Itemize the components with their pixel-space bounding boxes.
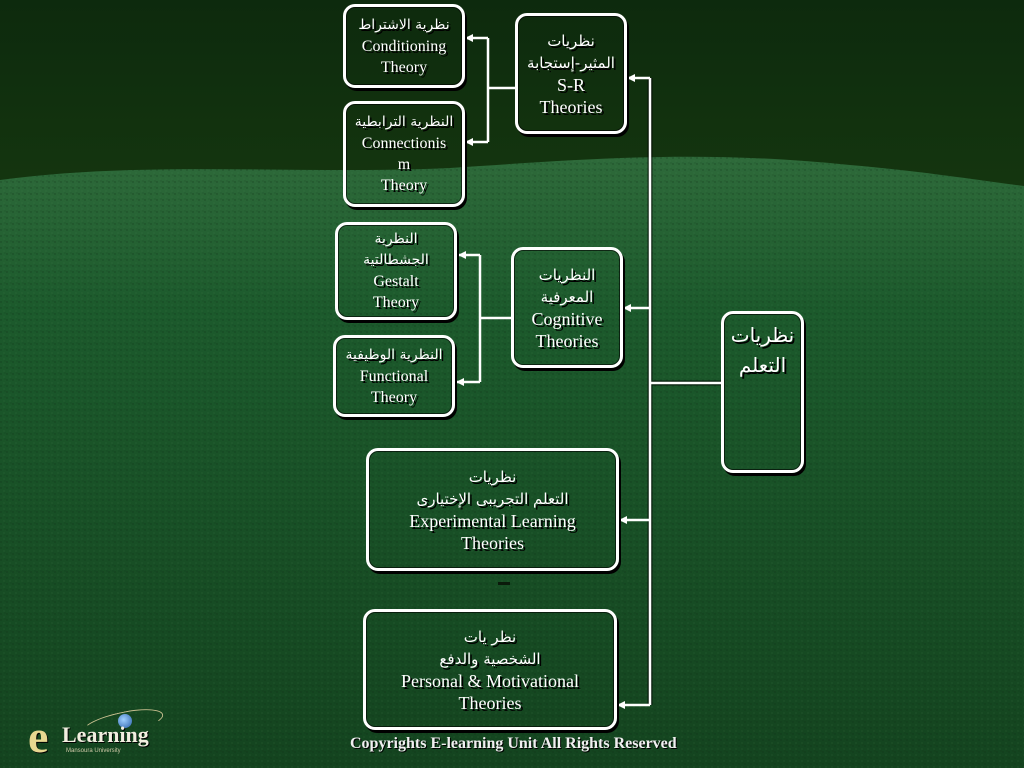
personal-en-line2: Theories: [458, 692, 522, 713]
gestalt-ar-line1: النظرية: [374, 231, 418, 247]
logo-letter: e: [28, 711, 49, 762]
cognitive-ar-line1: النظريات: [538, 265, 596, 284]
sr-ar-line2: المثير-إستجابة: [527, 53, 615, 72]
experimental-en-line1: Experimental Learning: [409, 510, 576, 531]
personal-ar-line2: الشخصية والدفع: [439, 649, 541, 668]
connectionism-en-line3: Theory: [380, 177, 428, 194]
root-node-learning-theories: نظريات التعلم: [721, 311, 804, 473]
node-conditioning-theory: نظرية الاشتراط Conditioning Theory: [343, 4, 465, 88]
globe-icon: [118, 714, 132, 728]
logo-word: Learning: [62, 722, 149, 747]
functional-en-line1: Functional: [359, 367, 429, 385]
node-sr-theories: نظريات المثير-إستجابة S-R Theories: [515, 13, 627, 134]
experimental-ar-line1: نظريات: [468, 467, 517, 486]
personal-ar-line1: نظر يات: [463, 627, 517, 646]
node-functional-theory: النظرية الوظيفية Functional Theory: [333, 335, 455, 417]
node-gestalt-theory: النظرية الجشطالتية Gestalt Theory: [335, 222, 457, 320]
root-ar-line1: نظريات: [730, 323, 795, 347]
conditioning-ar: نظرية الاشتراط: [358, 16, 450, 33]
node-cognitive-theories: النظريات المعرفية Cognitive Theories: [511, 247, 623, 368]
gestalt-en-line2: Theory: [372, 294, 420, 311]
cognitive-ar-line2: المعرفية: [540, 287, 594, 306]
sr-en-line1: S-R: [556, 74, 585, 95]
personal-en-line1: Personal & Motivational: [401, 670, 579, 691]
functional-ar: النظرية الوظيفية: [345, 346, 443, 363]
elearning-logo: e Learning Mansoura University: [22, 703, 166, 763]
cognitive-en-line1: Cognitive: [531, 308, 603, 329]
functional-en-line2: Theory: [370, 388, 418, 406]
gestalt-en-line1: Gestalt: [373, 273, 419, 290]
conditioning-en-line2: Theory: [380, 58, 428, 76]
copyright-footer: Copyrights E-learning Unit All Rights Re…: [350, 735, 677, 752]
decorative-dash: [498, 582, 510, 585]
logo-subtitle: Mansoura University: [66, 748, 121, 754]
node-connectionism-theory: النظرية الترابطية Connectionis m Theory: [343, 101, 465, 207]
node-experimental-learning-theories: نظريات التعلم التجريبى الإختيارى Experim…: [366, 448, 619, 571]
experimental-ar-line2: التعلم التجريبى الإختيارى: [416, 489, 569, 508]
node-personal-motivational-theories: نظر يات الشخصية والدفع Personal & Motiva…: [363, 609, 617, 730]
root-ar-line2: التعلم: [738, 353, 787, 377]
experimental-en-line2: Theories: [461, 532, 524, 553]
connectionism-en-line1: Connectionis: [361, 135, 447, 152]
sr-ar-line1: نظريات: [547, 31, 595, 50]
connectionism-en-line2: m: [397, 156, 411, 173]
sr-en-line2: Theories: [539, 96, 603, 117]
conditioning-en-line1: Conditioning: [361, 37, 447, 55]
connectionism-ar: النظرية الترابطية: [354, 114, 454, 130]
gestalt-ar-line2: الجشطالتية: [363, 252, 429, 268]
cognitive-en-line2: Theories: [535, 330, 599, 351]
